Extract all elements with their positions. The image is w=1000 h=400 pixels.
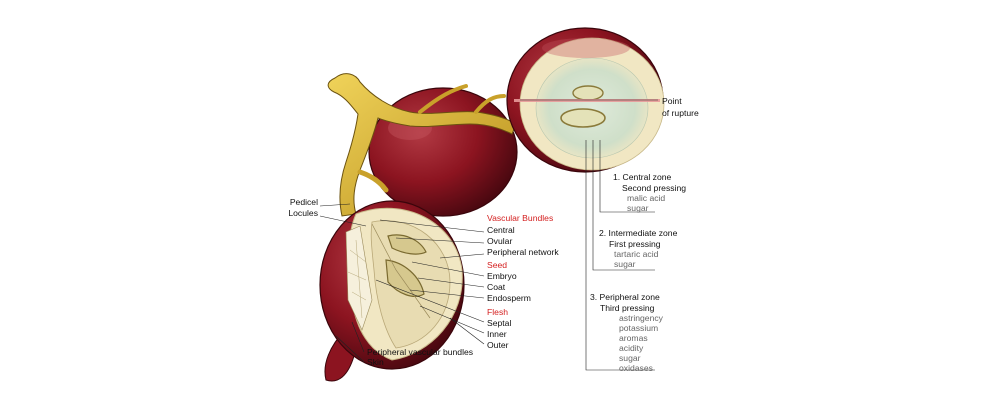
flesh-outer: Outer: [487, 340, 509, 350]
vascular-heading: Vascular Bundles: [487, 213, 553, 223]
peripheral-bundles-label: Peripheral vascular bundles: [367, 347, 473, 357]
zone3-title: 3. Peripheral zone: [590, 292, 660, 302]
zone2-title: 2. Intermediate zone: [599, 228, 678, 238]
flesh-inner: Inner: [487, 329, 507, 339]
zone2-item: sugar: [614, 259, 636, 269]
flesh-heading: Flesh: [487, 307, 508, 317]
pedicel-stem: [327, 73, 517, 217]
seed-endosperm: Endosperm: [487, 293, 531, 303]
pedicel-label: Pedicel: [290, 197, 318, 207]
locules-label: Locules: [288, 208, 318, 218]
zone3-item: acidity: [619, 343, 644, 353]
vascular-ovular: Ovular: [487, 236, 512, 246]
rupture-line: [514, 99, 660, 102]
zone3-item: oxidases: [619, 363, 653, 373]
vascular-peripheral-network: Peripheral network: [487, 247, 559, 257]
zone2-pressing: First pressing: [609, 239, 661, 249]
rupture-label-1: Point: [662, 96, 682, 106]
zone1-pressing: Second pressing: [622, 183, 686, 193]
seed-embryo: Embryo: [487, 271, 517, 281]
skin-label: Skin: [367, 357, 384, 367]
zone3-item: potassium: [619, 323, 658, 333]
zone1-item: sugar: [627, 203, 649, 213]
zone1-item: malic acid: [627, 193, 665, 203]
seed-coat: Coat: [487, 282, 506, 292]
cut-grape-top: [506, 27, 665, 173]
leader-lines: [319, 99, 658, 371]
flesh-septal: Septal: [487, 318, 511, 328]
zone3-item: astringency: [619, 313, 664, 323]
zone3-item: aromas: [619, 333, 648, 343]
zone2-item: tartaric acid: [614, 249, 659, 259]
rupture-label-2: of rupture: [662, 108, 699, 118]
zone1-title: 1. Central zone: [613, 172, 672, 182]
zone3-item: sugar: [619, 353, 641, 363]
zone3-pressing: Third pressing: [600, 303, 655, 313]
seed-heading: Seed: [487, 260, 507, 270]
cut-grape-section: [319, 200, 465, 382]
vascular-central: Central: [487, 225, 515, 235]
